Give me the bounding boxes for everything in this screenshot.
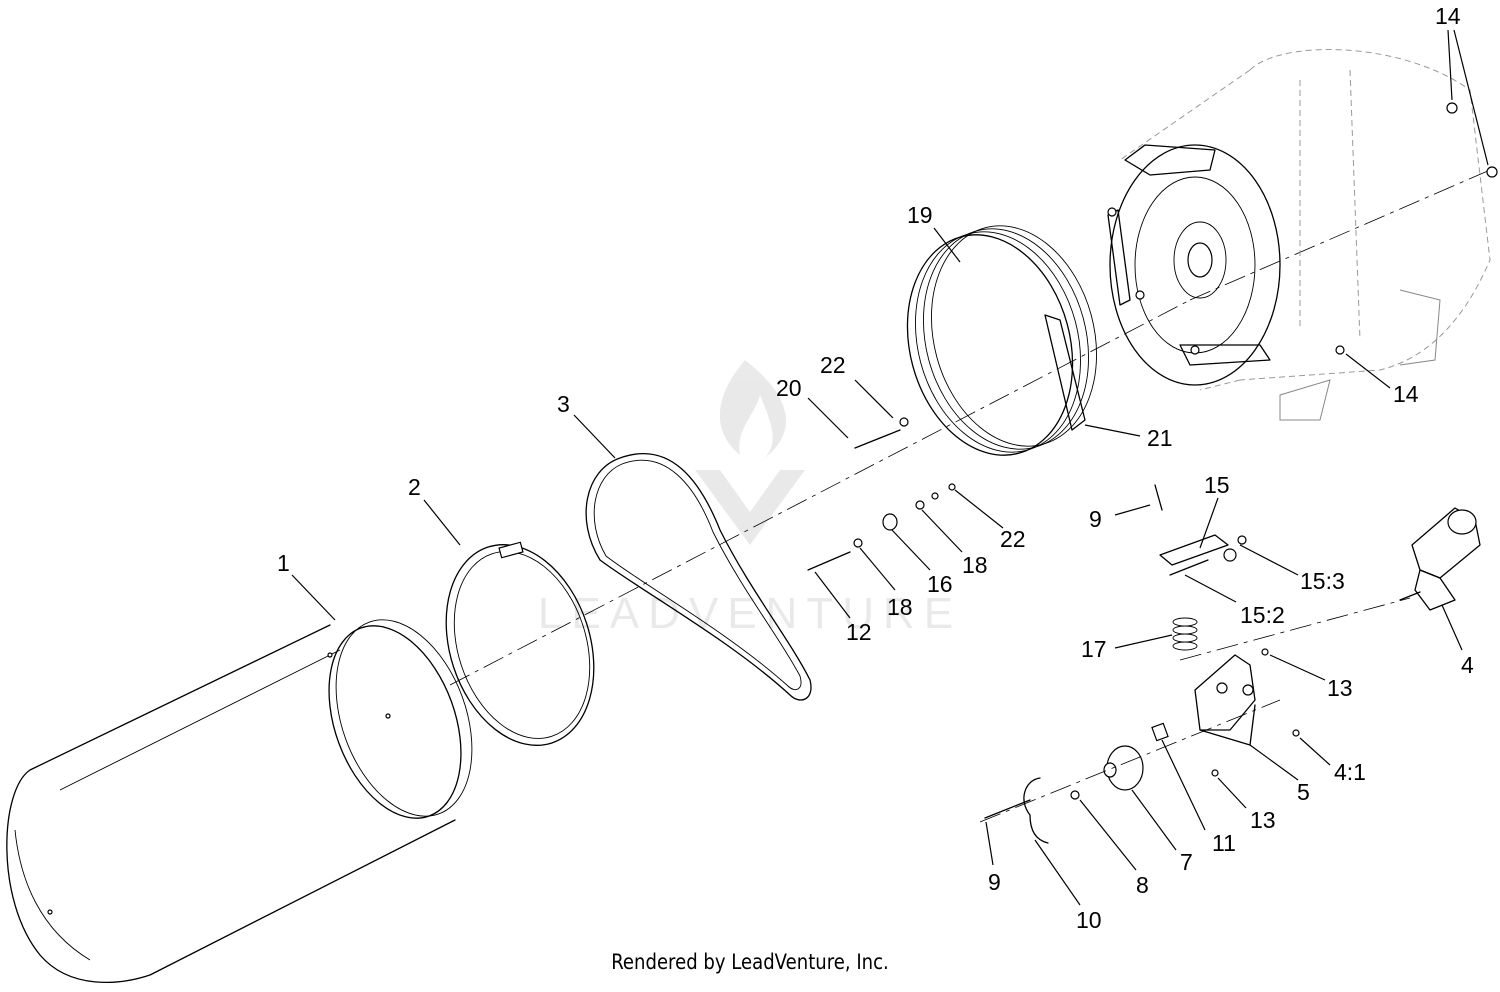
part-4-motor [1399,507,1481,611]
callout-4: 4 [1461,652,1474,678]
callout-18-lower: 18 [887,594,913,620]
callout-21: 21 [1147,425,1173,451]
part-2-clamp [445,541,595,746]
callout-12: 12 [846,619,872,645]
small-hardware [807,102,1498,571]
callout-labels: 1 2 3 4 4:1 5 7 8 9 9 10 11 12 13 13 14 … [277,3,1474,933]
callout-20: 20 [776,375,802,401]
tensioner-assembly [1154,484,1300,777]
callout-14-mid: 14 [1393,381,1419,407]
callout-16: 16 [927,571,953,597]
part-1-tube [6,619,473,984]
callout-17: 17 [1081,636,1107,662]
watermark-text: LEADVENTURE [538,589,962,638]
callout-9-lower: 9 [988,869,1001,895]
callout-22-lower: 22 [1000,526,1026,552]
part-19-pulley [906,225,1097,456]
part-17-spring [1172,617,1198,651]
housing-front-plate [1107,144,1281,386]
callout-19: 19 [907,202,933,228]
callout-22-upper: 22 [820,352,846,378]
callout-15-3: 15:3 [1300,568,1345,594]
callout-7: 7 [1180,849,1193,875]
callout-13-upper: 13 [1327,675,1353,701]
watermark-logo: LEADVENTURE [538,360,962,638]
callout-2: 2 [408,474,421,500]
callout-10: 10 [1076,907,1102,933]
blower-housing [1119,49,1491,421]
callout-8: 8 [1136,872,1149,898]
callout-9-upper: 9 [1089,506,1102,532]
callout-5: 5 [1297,779,1310,805]
callout-18-upper: 18 [962,552,988,578]
drive-small-parts [979,597,1411,844]
callout-1: 1 [277,550,290,576]
callout-3: 3 [557,391,570,417]
callout-15: 15 [1204,472,1230,498]
callout-4-1: 4:1 [1334,759,1366,785]
callout-14-top: 14 [1435,3,1461,29]
callout-11: 11 [1212,830,1236,856]
callout-13-lower: 13 [1250,807,1276,833]
callout-15-2: 15:2 [1240,602,1285,628]
leader-lines [291,29,1489,906]
render-credit: Rendered by LeadVenture, Inc. [611,950,889,974]
housing-axis-line [1189,169,1491,301]
part-3-belt [585,452,812,701]
main-axis-line [449,299,1191,686]
